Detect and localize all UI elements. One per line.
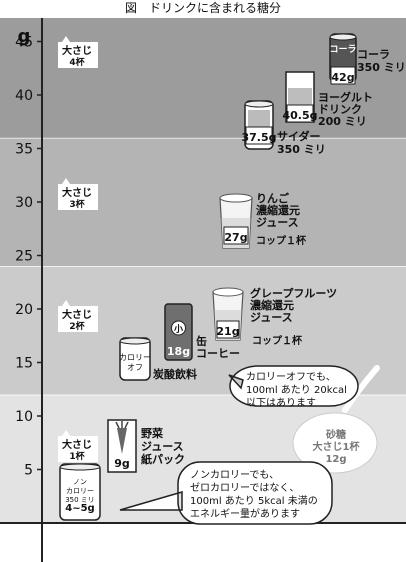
item-label: りんご (256, 191, 290, 205)
item-label: 濃縮還元 (250, 298, 294, 312)
band-label: 4杯 (69, 56, 85, 68)
cider-value: 37.5g (241, 131, 276, 144)
bubble-text: カロリーオフでも、 (246, 371, 336, 383)
band-label: 大さじ (62, 438, 92, 451)
can-band (248, 110, 270, 130)
can-label: オフ (127, 363, 143, 372)
item-label: 濃縮還元 (256, 203, 300, 217)
can-icon (59, 463, 101, 521)
item-label: 炭酸飲料 (153, 367, 197, 381)
bubble-text: エネルギー量があります (190, 507, 300, 520)
y-tick-label: 5 (24, 463, 33, 479)
item-label: ドリンク (318, 103, 362, 116)
item-label: コップ１杯 (256, 234, 307, 247)
item-label: コーラ (357, 48, 390, 61)
cola-value: 42g (331, 71, 354, 84)
band-label-tag (58, 178, 98, 210)
apple-value: 27g (224, 231, 247, 244)
yogurt-value-box (286, 104, 314, 123)
y-tick-label: 30 (15, 195, 33, 211)
y-tick-label: 25 (15, 249, 33, 265)
band-label: 2杯 (69, 320, 85, 332)
item-label: ジュース (141, 440, 184, 453)
spoon-label: 12g (325, 454, 346, 465)
spoon-handle (342, 365, 380, 413)
spoon-label: 大さじ1杯 (313, 440, 361, 453)
item-label: 缶 (196, 334, 207, 348)
glass-icon-rim (219, 193, 253, 203)
item-label: 紙パック (141, 452, 185, 466)
band-label: 3杯 (69, 198, 85, 210)
plot-bottom (0, 523, 406, 562)
item-label: サイダー (277, 129, 321, 143)
y-tick-label: 35 (15, 142, 33, 158)
band-label: 1杯 (69, 450, 85, 462)
can-icon-rim (119, 337, 151, 345)
band-label-tag (58, 430, 98, 462)
item-label: 200 ミリ (318, 115, 367, 128)
y-tick-label: 20 (15, 302, 33, 318)
band-label-tag (58, 300, 98, 332)
apple-value-box (223, 226, 249, 245)
y-tick-label: 45 (15, 35, 33, 51)
y-axis-label: g (18, 26, 31, 47)
carrot-icon (117, 428, 127, 454)
grapefruit-value-box (216, 320, 240, 339)
item-label: コップ１杯 (252, 334, 303, 347)
item-label: ジュース (250, 311, 293, 324)
can-label: コーラ (329, 44, 356, 55)
yogurt-value: 40.5g (282, 109, 317, 122)
bubble-text: ノンカロリーでも、 (190, 469, 279, 481)
coffee-can-mark (171, 320, 186, 336)
item-label: コーヒー (196, 347, 240, 360)
grapefruit-value: 21g (216, 325, 239, 338)
glass-icon-rim (212, 287, 244, 297)
spoon-icon (292, 412, 378, 474)
can-icon-rim (329, 33, 357, 41)
y-tick-label: 15 (15, 356, 33, 372)
item-label: 350 ミリ (357, 61, 406, 74)
can-label: ノン (73, 478, 87, 486)
can-label: カロリー (119, 353, 151, 362)
item-label: 野菜 (141, 426, 164, 440)
chart-title: 図 ドリンクに含まれる糖分 (124, 1, 281, 15)
can-label: 350 ミリ (65, 496, 95, 504)
can-icon-rim (59, 463, 101, 471)
band-label: 大さじ (62, 186, 92, 199)
item-label: 350 ミリ (277, 143, 326, 156)
coffee-value: 18g (167, 345, 190, 358)
can-icon (119, 337, 151, 381)
bubble-calorie-off (228, 365, 359, 407)
can-label: カロリー (66, 487, 94, 495)
vegetable-value: 9g (114, 457, 130, 470)
band-label: 大さじ (62, 44, 92, 57)
spoon-label: 砂糖 (325, 428, 346, 441)
y-tick-label: 40 (15, 88, 33, 104)
cider-value-box (245, 126, 273, 145)
bubble-text: 100ml あたり 5kcal 未満の (190, 495, 318, 507)
cola-value-box (330, 66, 356, 85)
band-label-tag (58, 36, 98, 68)
bubble-text: 以下はあります (246, 397, 316, 409)
carrot-leaf (115, 421, 129, 429)
bubble-text: ゼロカロリーではなく、 (190, 482, 299, 494)
item-label: ジュース (256, 216, 299, 229)
band-label: 大さじ (62, 308, 92, 321)
non-calorie-value: 4~5g (65, 503, 94, 514)
can-icon-rim (244, 100, 274, 108)
item-label: グレープフルーツ (250, 286, 337, 300)
can-label: 小 (173, 323, 183, 335)
y-tick-label: 10 (15, 409, 33, 425)
item-label: ヨーグルト (318, 90, 373, 104)
bubble-text: 100ml あたり 20kcal (246, 384, 347, 396)
bubble-non-calorie (119, 461, 333, 525)
